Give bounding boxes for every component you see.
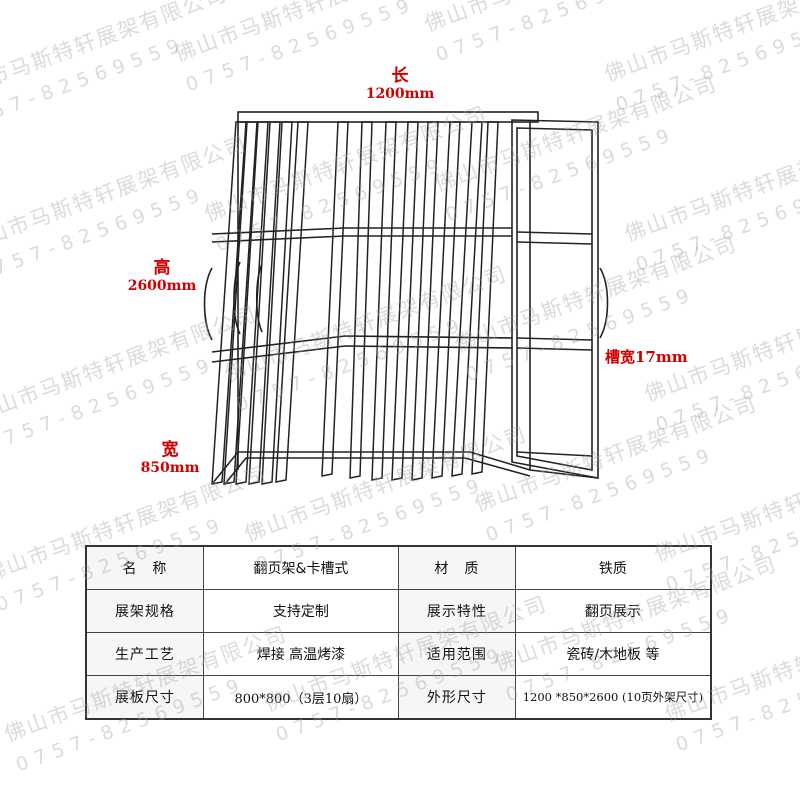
swing-leaf [223, 121, 258, 485]
base-frame [211, 451, 599, 485]
spec-value: 支持定制 [202, 589, 399, 633]
spec-key: 适用范围 [397, 632, 516, 676]
width-label: 宽 [161, 440, 179, 460]
table-row: 展板尺寸 800*800（3层10扇） 外形尺寸 1200 *850*2600 … [85, 675, 712, 720]
swing-leaf [211, 121, 247, 485]
table-row: 展架规格 支持定制 展示特性 翻页展示 [85, 589, 712, 633]
leaf-handle [203, 267, 213, 341]
spec-table: 名 称 翻页架&卡槽式 材 质 铁质 展架规格 支持定制 展示特性 翻页展示 生… [85, 545, 712, 720]
spec-value: 800*800（3层10扇） [202, 675, 399, 720]
swing-leaf [235, 121, 269, 485]
height-dimension: 高 2600mm [122, 258, 202, 294]
spec-key: 展板尺寸 [85, 675, 204, 720]
right-panel-handle [599, 267, 609, 339]
spec-key: 展架规格 [85, 589, 204, 633]
leaf-rail-top [211, 227, 512, 235]
length-value: 1200mm [365, 86, 435, 102]
swing-leaf [261, 121, 293, 485]
base-frame-inner [224, 457, 531, 485]
swing-leaf [391, 121, 419, 481]
right-panel-outer [511, 119, 599, 479]
spec-value: 1200 *850*2600 (10页外架尺寸) [514, 675, 712, 720]
spec-value: 焊接 高温烤漆 [202, 632, 399, 676]
table-row: 名 称 翻页架&卡槽式 材 质 铁质 [85, 545, 712, 590]
swing-leaf [275, 121, 309, 483]
swing-leaf [371, 121, 397, 481]
height-value: 2600mm [127, 278, 197, 294]
right-panel-rail [516, 337, 593, 341]
slot-width-label: 槽宽17mm [605, 348, 688, 366]
swing-leaf [411, 121, 439, 481]
length-label: 长 [391, 66, 409, 86]
spec-key: 名 称 [85, 545, 204, 590]
swing-leaves [211, 121, 499, 485]
spec-key: 外形尺寸 [397, 675, 516, 720]
swing-leaf [349, 121, 373, 479]
right-panel-rail [516, 231, 593, 235]
swing-leaf [451, 121, 483, 477]
swing-leaf [321, 121, 349, 477]
right-panel-rail [516, 347, 593, 351]
length-dimension: 长 1200mm [345, 66, 455, 102]
spec-value: 翻页架&卡槽式 [202, 545, 399, 590]
width-dimension: 宽 850mm [130, 440, 210, 476]
swing-leaf [248, 121, 281, 485]
spec-value: 铁质 [514, 545, 712, 590]
width-value: 850mm [140, 460, 200, 476]
spec-value: 翻页展示 [514, 589, 712, 633]
swing-leaf [431, 121, 461, 479]
right-panel-inner [516, 127, 593, 471]
leaf-rail-top [211, 235, 512, 243]
top-bar [237, 111, 539, 123]
spec-key: 生产工艺 [85, 632, 204, 676]
spec-key: 展示特性 [397, 589, 516, 633]
right-panel-rail [516, 241, 593, 245]
right-panel-rail [516, 451, 593, 457]
spec-key: 材 质 [397, 545, 516, 590]
swing-leaf [471, 121, 499, 475]
height-label: 高 [153, 258, 171, 278]
spec-value: 瓷砖/木地板 等 [514, 632, 712, 676]
table-row: 生产工艺 焊接 高温烤漆 适用范围 瓷砖/木地板 等 [85, 632, 712, 676]
